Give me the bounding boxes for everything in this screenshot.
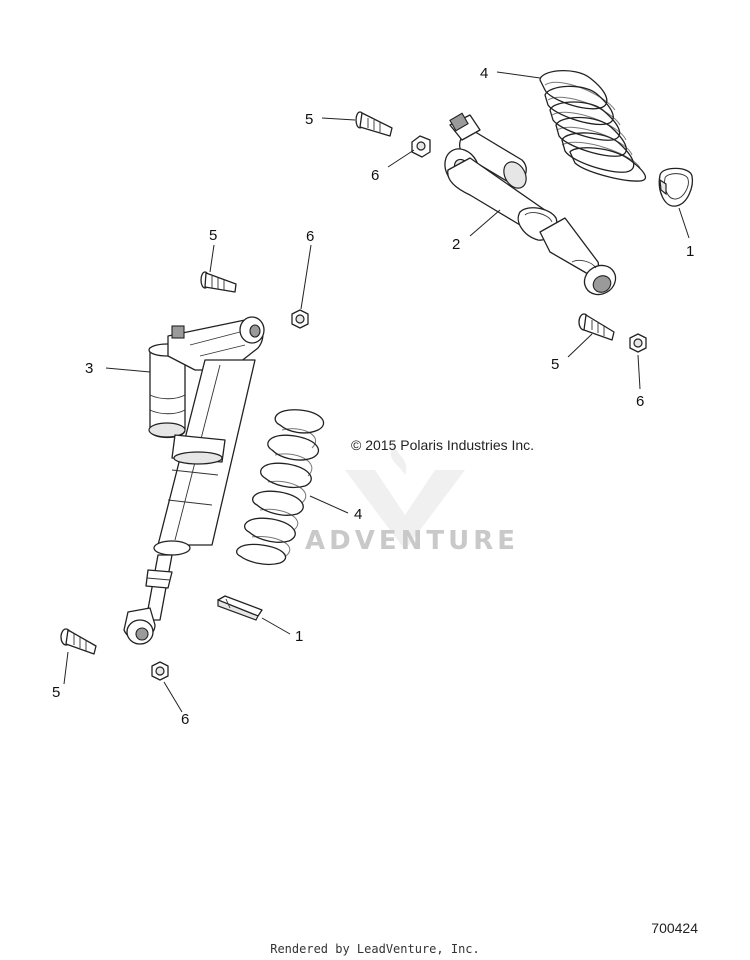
front-bolt-top[interactable] — [200, 271, 237, 293]
watermark-text: ADVENTURE — [305, 526, 519, 556]
rear-nut-top[interactable] — [411, 135, 431, 158]
render-credit: Rendered by LeadVenture, Inc. — [270, 942, 480, 956]
watermark-logo — [305, 440, 505, 560]
leader-lines — [63, 71, 690, 713]
copyright-notice: © 2015 Polaris Industries Inc. — [351, 437, 535, 453]
rear-shock-absorber[interactable] — [438, 112, 621, 300]
callout-front-nut-top[interactable]: 6 — [306, 228, 314, 245]
callout-front-spring-retainer[interactable]: 1 — [295, 628, 303, 645]
callout-rear-spring-retainer[interactable]: 1 — [686, 243, 694, 260]
callout-rear-nut-bottom[interactable]: 6 — [636, 393, 644, 410]
front-nut-bottom[interactable] — [151, 661, 169, 681]
front-nut-top[interactable] — [291, 309, 309, 329]
diagram-number: 700424 — [651, 920, 698, 936]
rear-bolt-bottom[interactable] — [578, 313, 615, 341]
callout-front-shock[interactable]: 3 — [85, 360, 93, 377]
front-spring[interactable] — [236, 409, 325, 566]
front-bolt-bottom[interactable] — [60, 628, 97, 655]
callout-rear-spring-top[interactable]: 4 — [480, 65, 488, 82]
rear-spring-retainer[interactable] — [658, 167, 694, 207]
rear-nut-bottom[interactable] — [629, 333, 647, 353]
callout-rear-bolt-top[interactable]: 5 — [305, 111, 313, 128]
callout-front-bolt-bottom[interactable]: 5 — [52, 684, 60, 701]
rear-bolt-top[interactable] — [355, 111, 393, 137]
callout-rear-bolt-bottom[interactable]: 5 — [551, 356, 559, 373]
callout-front-nut-bottom[interactable]: 6 — [181, 711, 189, 728]
front-shock-absorber[interactable] — [123, 316, 265, 645]
callout-front-bolt-top[interactable]: 5 — [209, 227, 217, 244]
callout-rear-shock[interactable]: 2 — [452, 236, 460, 253]
front-spring-retainer[interactable] — [217, 595, 263, 621]
rear-spring[interactable] — [539, 69, 647, 182]
callout-front-spring[interactable]: 4 — [354, 506, 362, 523]
callout-rear-nut-top[interactable]: 6 — [371, 167, 379, 184]
